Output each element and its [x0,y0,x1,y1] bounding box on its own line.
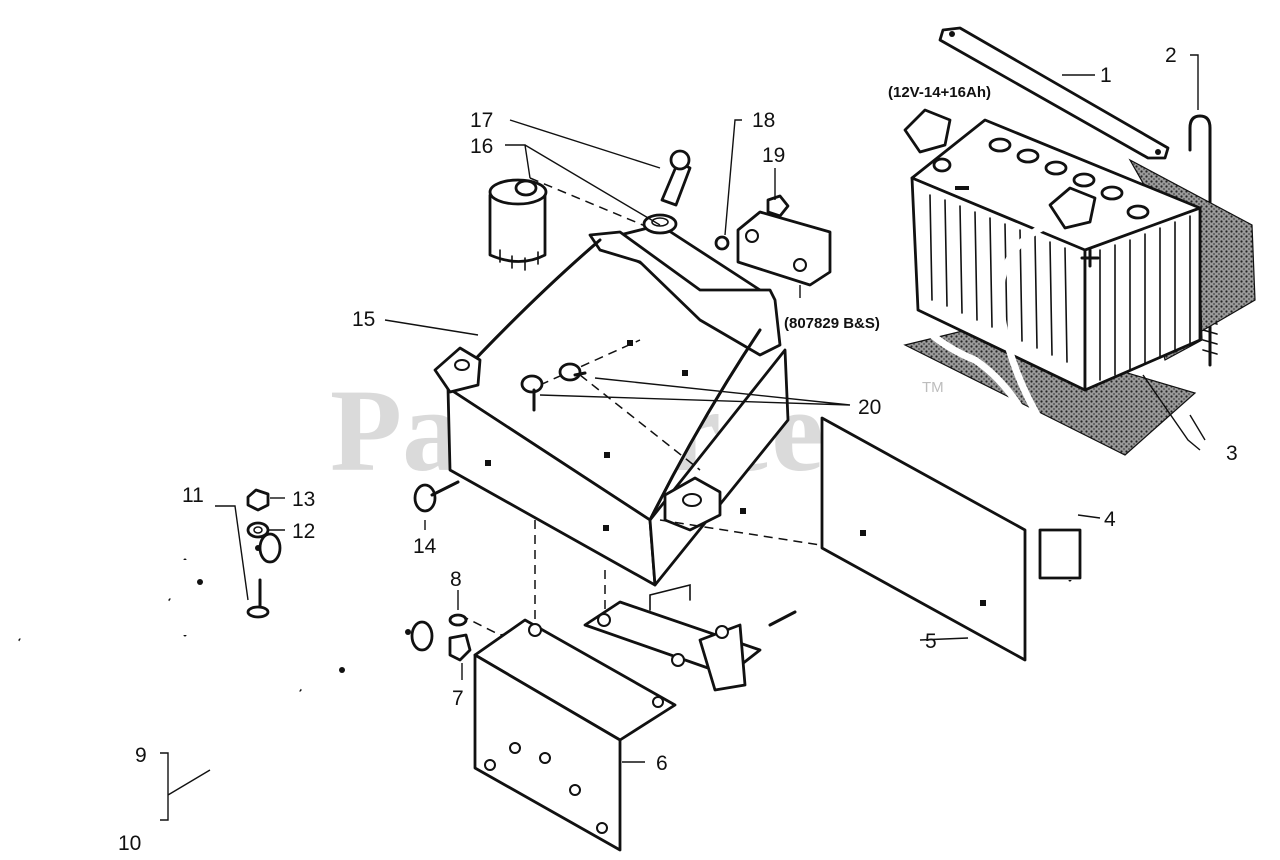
callout-4: 4 [1104,508,1116,531]
callout-10: 10 [118,832,141,855]
callouts: 1 2 3 4 5 6 7 8 9 10 11 12 13 14 15 16 1… [118,44,1238,855]
part-18-19-bracket [714,194,832,287]
callout-1: 1 [1100,64,1112,87]
small-mounting-plate [583,583,797,692]
callout-7: 7 [452,687,464,710]
callout-16: 16 [470,135,493,158]
callout-18: 18 [752,109,775,132]
part-4-battery-cables [864,108,1097,582]
part-15-battery-box [433,223,790,587]
battery-spec-label: (12V-14+16Ah) [888,84,991,101]
callout-6: 6 [656,752,668,775]
part-7-nut [448,633,472,662]
callout-9: 9 [135,744,147,767]
part-16-ignition-switch [488,178,548,271]
callout-20: 20 [858,396,881,419]
callout-12: 12 [292,520,315,543]
callout-14: 14 [413,535,437,558]
part-1-battery-strap [938,26,1170,160]
callout-2: 2 [1165,44,1177,67]
leader-lines [160,54,1206,821]
part-9-10-frame-tube [8,532,434,755]
part-17-key [642,149,692,235]
part-12-washer [246,521,270,539]
watermark-tm: TM [922,379,944,396]
part-11-bolt [246,578,270,619]
callout-8: 8 [450,568,462,591]
callout-5: 5 [925,630,937,653]
part-20-bolts [520,362,587,412]
part-ref-label: (807829 B&S) [784,315,880,332]
callout-19: 19 [762,144,785,167]
part-6-mount-bracket [473,618,677,852]
callout-3: 3 [1226,442,1238,465]
callout-11: 11 [182,484,204,507]
callout-17: 17 [470,109,493,132]
part-8-washer [448,613,468,627]
part-14-bolt [413,480,460,513]
part-13-nut [246,488,270,512]
part-5-panel [820,416,1027,662]
callout-13: 13 [292,488,315,511]
callout-15: 15 [352,308,375,331]
